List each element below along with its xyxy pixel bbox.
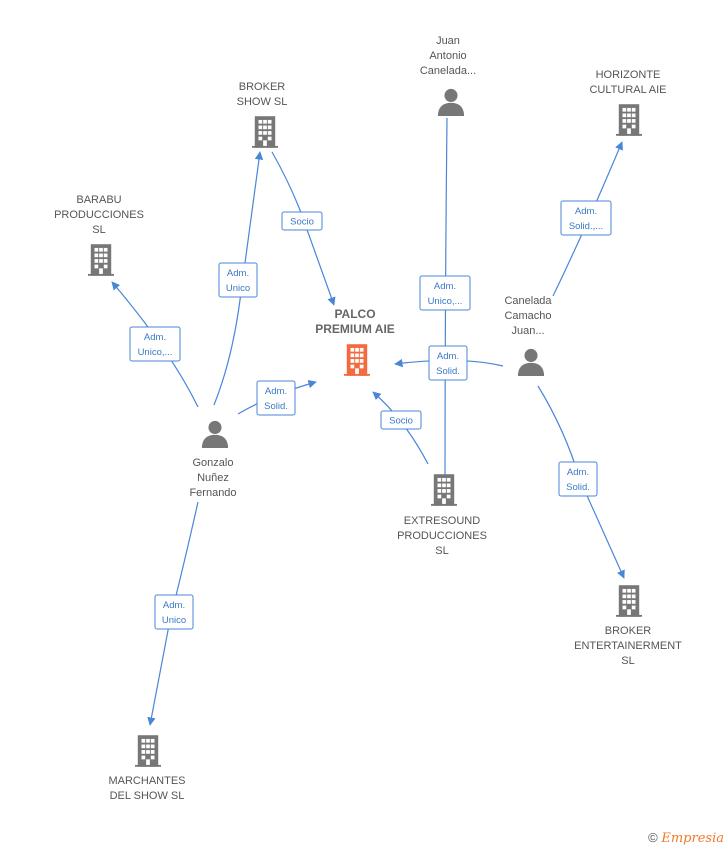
edge-label-text: Adm. <box>265 386 287 397</box>
edge-label-box[interactable] <box>154 594 194 630</box>
node-label[interactable]: SL <box>92 224 105 236</box>
edge-extresound-to-palco: Socio <box>372 391 429 465</box>
building-icon[interactable] <box>135 735 161 767</box>
edge-label-box[interactable] <box>380 410 422 430</box>
node-label[interactable]: BARABU <box>76 194 121 206</box>
edge-label-text: Solid. <box>436 366 460 377</box>
edge-label-text: Socio <box>290 217 314 228</box>
edge-label-box[interactable] <box>560 200 612 236</box>
edge-gonzalo-to-barabu: Adm. Unico,... <box>111 281 199 408</box>
node-label[interactable]: PALCO <box>334 307 375 321</box>
edge-label-box[interactable] <box>256 380 296 416</box>
node-label[interactable]: MARCHANTES <box>108 775 185 787</box>
node-juan-antonio[interactable]: JuanAntonioCanelada... <box>420 35 476 116</box>
node-extresound[interactable]: EXTRESOUND PRODUCCIONES SL <box>397 474 487 557</box>
copyright-symbol: © <box>648 830 658 845</box>
building-icon[interactable] <box>252 116 278 148</box>
edge-label-text: Solid.,... <box>569 221 603 232</box>
edge-gonzalo-to-palco: Adm. Solid. <box>237 380 317 416</box>
building-icon[interactable] <box>616 585 642 617</box>
node-label[interactable]: Antonio <box>429 50 466 62</box>
brand-logo[interactable]: Empresia <box>661 831 724 846</box>
node-label[interactable]: ENTERTAINERMENT <box>574 640 682 652</box>
node-label[interactable]: Juan <box>436 35 460 47</box>
node-label[interactable]: BROKER <box>605 625 652 637</box>
person-icon[interactable] <box>517 348 545 376</box>
node-label[interactable]: HORIZONTE <box>596 69 661 81</box>
node-label[interactable]: Juan... <box>511 325 544 337</box>
edge-gonzalo-to-marchantes: Adm. Unico <box>147 501 199 726</box>
node-barabu[interactable]: BARABU PRODUCCIONES SL <box>54 194 144 276</box>
footer: © Empresia <box>648 830 724 846</box>
edge-label-text: Socio <box>389 416 413 427</box>
node-label[interactable]: Nuñez <box>197 472 229 484</box>
building-icon[interactable] <box>431 474 457 506</box>
edge-label-text: Adm. <box>163 600 185 611</box>
edge-line <box>271 151 336 306</box>
edge-label-text: Unico <box>162 615 186 626</box>
edge-canelada-to-horizonte: Adm. Solid.,... <box>552 141 623 297</box>
edge-broker_show-to-palco: Socio <box>271 151 336 306</box>
node-label[interactable]: BROKER <box>239 81 286 93</box>
edge-label-box[interactable] <box>419 275 471 311</box>
edge-label-box[interactable] <box>129 326 181 362</box>
edge-label-text: Unico,... <box>138 347 173 358</box>
node-label[interactable]: PRODUCCIONES <box>54 209 144 221</box>
edge-label-text: Adm. <box>575 206 597 217</box>
edge-label-text: Unico,... <box>428 296 463 307</box>
node-marchantes[interactable]: MARCHANTES DEL SHOW SL <box>108 735 186 802</box>
edge-label-box[interactable] <box>281 211 323 231</box>
edge-label-text: Adm. <box>567 467 589 478</box>
edge-gonzalo-to-broker_show: Adm. Unico <box>213 151 264 406</box>
edge-label-box[interactable] <box>428 345 468 381</box>
edge-label-text: Adm. <box>227 268 249 279</box>
node-label[interactable]: PRODUCCIONES <box>397 530 487 542</box>
edge-label-text: Solid. <box>264 401 288 412</box>
node-label[interactable]: CULTURAL AIE <box>589 84 666 96</box>
edge-canelada-to-broker_ent: Adm. Solid. <box>537 385 625 579</box>
node-label[interactable]: Fernando <box>189 487 236 499</box>
edge-juan_antonio-to-extresound: Adm. Unico,... <box>419 117 471 494</box>
edge-label-box[interactable] <box>558 461 598 497</box>
building-icon[interactable] <box>344 344 370 376</box>
edge-label-box[interactable] <box>218 262 258 298</box>
building-icon[interactable] <box>88 244 114 276</box>
edge-label-text: Solid. <box>566 482 590 493</box>
edge-canelada-to-palco: Adm. Solid. <box>394 345 504 381</box>
node-label[interactable]: EXTRESOUND <box>404 515 480 527</box>
edge-label-text: Adm. <box>437 351 459 362</box>
node-label[interactable]: Canelada... <box>420 65 476 77</box>
node-canelada[interactable]: CaneladaCamachoJuan... <box>504 295 552 376</box>
node-label[interactable]: Gonzalo <box>193 457 234 469</box>
node-label[interactable]: Camacho <box>504 310 551 322</box>
node-label[interactable]: PREMIUM AIE <box>315 322 395 336</box>
edge-label-text: Unico <box>226 283 250 294</box>
node-label[interactable]: SHOW SL <box>237 96 288 108</box>
person-icon[interactable] <box>201 420 229 448</box>
edge-label-text: Adm. <box>144 332 166 343</box>
person-icon[interactable] <box>437 88 465 116</box>
node-horizonte[interactable]: HORIZONTE CULTURAL AIE <box>589 69 667 136</box>
edge-line <box>213 151 264 406</box>
building-icon[interactable] <box>616 104 642 136</box>
node-label[interactable]: DEL SHOW SL <box>110 790 185 802</box>
node-label[interactable]: SL <box>435 545 448 557</box>
node-broker-ent[interactable]: BROKER ENTERTAINERMENT SL <box>574 585 682 667</box>
node-label[interactable]: Canelada <box>504 295 552 307</box>
node-broker-show[interactable]: BROKER SHOW SL <box>237 81 288 148</box>
node-label[interactable]: SL <box>621 655 634 667</box>
edge-label-text: Adm. <box>434 281 456 292</box>
